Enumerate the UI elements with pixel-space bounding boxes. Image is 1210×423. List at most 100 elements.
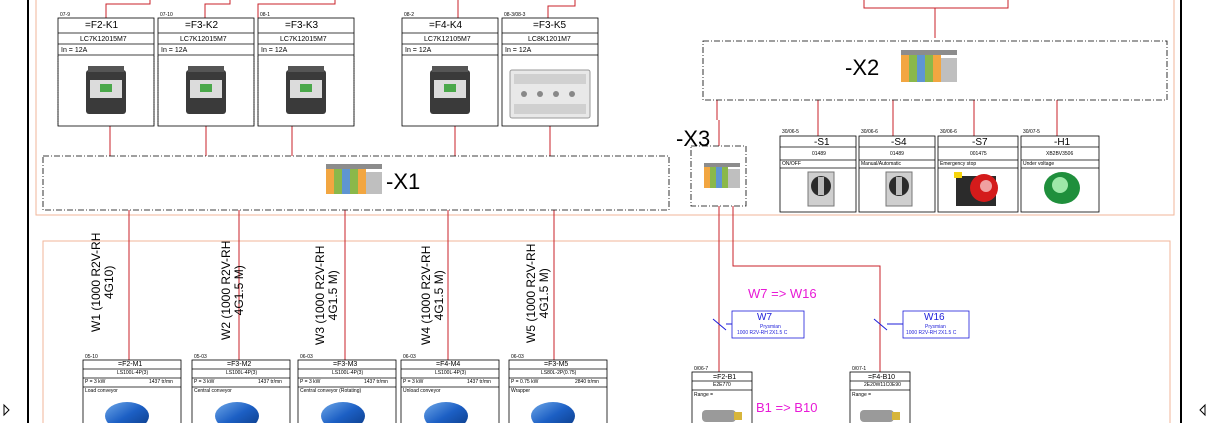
motor-2-power: P = 3 kW xyxy=(194,379,215,385)
contactor-5-ref: 08-3/08-3 xyxy=(504,12,526,18)
x2-to-switch-wires xyxy=(716,100,1058,136)
frame-marker-right xyxy=(1199,403,1206,417)
terminal-x1-label: -X1 xyxy=(386,169,421,194)
switch-3-desc: Emergency stop xyxy=(940,161,977,167)
contactor-4-ref: 08-2 xyxy=(404,12,415,18)
motor-2-tag: =F3-M2 xyxy=(227,361,252,368)
motor-3-tag: =F3-M3 xyxy=(333,361,358,368)
sensor-2-tag: =F4-B10 xyxy=(868,374,896,381)
motor-5-desc: Wrapper xyxy=(511,388,531,394)
switch-2-ref: 30/06-6 xyxy=(861,129,878,135)
sensor-boxes xyxy=(691,371,911,423)
sensor-2-ref: 0/07-1 xyxy=(852,366,867,372)
motor-3-part: LS100L-4P(3) xyxy=(332,370,364,376)
motor-3-desc: Central conveyor (Rotating) xyxy=(300,388,362,394)
switch-3-part: 001475 xyxy=(970,151,987,157)
switch-2-part: 01489 xyxy=(890,151,904,157)
cable-w7-spec: 1000 R2V-RH 2X1.5 C xyxy=(737,330,788,336)
cable-w7-tag: W7 xyxy=(757,312,772,323)
field-devices-frame xyxy=(42,240,1171,423)
contactor-2-rating: In = 12A xyxy=(161,47,188,54)
motor-2-ref: 05-03 xyxy=(194,354,207,360)
motor-4-part: LS100L-4P(3) xyxy=(435,370,467,376)
motor-5-power: P = 0.75 kW xyxy=(511,379,539,385)
switch-1-ref: 30/06-5 xyxy=(782,129,799,135)
switch-4-tag: -H1 xyxy=(1054,137,1071,148)
motor-1-tag: =F2-M1 xyxy=(118,361,143,368)
motor-4-desc: Unload conveyor xyxy=(403,388,441,394)
motor-4-tag: =F4-M4 xyxy=(436,361,461,368)
contactor-boxes xyxy=(57,17,599,127)
terminal-x2 xyxy=(702,40,1168,101)
frame-marker-left xyxy=(3,403,10,417)
sensor-1-range: Range = xyxy=(694,392,714,398)
switch-2-desc: Manual/Automatic xyxy=(861,161,902,167)
contactor-3-tag: =F3-K3 xyxy=(285,20,319,31)
contactor-2-ref: 07-10 xyxy=(160,12,173,18)
sensor-1-tag: =F2-B1 xyxy=(713,374,737,381)
motor-2-part: LS100L-4P(3) xyxy=(226,370,258,376)
switch-device-images xyxy=(807,171,1080,207)
motor-5-part: LS80L-2P(0.75) xyxy=(541,370,577,376)
terminal-x3 xyxy=(690,145,747,207)
switch-4-part: XB2BV3506 xyxy=(1046,151,1074,157)
terminal-x1 xyxy=(42,155,670,211)
contactor-5-tag: =F3-K5 xyxy=(533,20,567,31)
contactor-2-tag: =F3-K2 xyxy=(185,20,219,31)
switch-4-desc: Under voltage xyxy=(1023,161,1055,167)
motor-3-speed: 1437 tr/mn xyxy=(364,379,388,385)
motor-5-tag: =F3-M5 xyxy=(544,361,569,368)
x3-wires xyxy=(718,120,881,372)
sensor-1-ref: 0/06-7 xyxy=(694,366,709,372)
contactor-1-ref: 07-9 xyxy=(60,12,71,18)
switch-1-desc: ON/OFF xyxy=(782,161,801,167)
cable-w16-maker: Prysmian xyxy=(925,324,946,330)
motor-device-images xyxy=(105,402,575,423)
sensor-device-images xyxy=(702,410,900,422)
contactor-4-tag: =F4-K4 xyxy=(429,20,463,31)
contactor-3-ref: 08-1 xyxy=(260,12,271,18)
motor-2-speed: 1437 tr/mn xyxy=(258,379,282,385)
sensor-1-part: E2E770 xyxy=(713,382,731,388)
switch-3-tag: -S7 xyxy=(972,137,988,148)
cable-slash-marks xyxy=(712,318,903,331)
motor-4-ref: 06-03 xyxy=(403,354,416,360)
motor-3-power: P = 3 kW xyxy=(300,379,321,385)
cable-w7-maker: Prysmian xyxy=(760,324,781,330)
motor-1-ref: 05-10 xyxy=(85,354,98,360)
motor-4-power: P = 3 kW xyxy=(403,379,424,385)
motor-5-speed: 2840 tr/mn xyxy=(575,379,599,385)
motor-5-ref: 06-03 xyxy=(511,354,524,360)
motor-1-desc: Load conveyor xyxy=(85,388,118,394)
cable-w16-tag: W16 xyxy=(924,312,945,323)
w-mapping-annotation: W7 => W16 xyxy=(748,286,817,301)
switch-2-tag: -S4 xyxy=(891,137,907,148)
switch-4-ref: 30/07-5 xyxy=(1023,129,1040,135)
terminal-x3-label: -X3 xyxy=(676,126,711,151)
w-tag-boxes xyxy=(731,310,970,339)
sensor-2-part: 2E20W11C0E90 xyxy=(864,382,901,388)
contactor-4-rating: In = 12A xyxy=(405,47,432,54)
contactor-5-part: LC8K1201M7 xyxy=(528,36,571,43)
contactor-5-rating: In = 12A xyxy=(505,47,532,54)
b-mapping-annotation: B1 => B10 xyxy=(756,400,818,415)
motor-3-ref: 06-03 xyxy=(300,354,313,360)
contactor-1-rating: In = 12A xyxy=(61,47,88,54)
cable-w16-spec: 1000 R2V-RH 2X1.5 C xyxy=(906,330,957,336)
switch-boxes xyxy=(779,135,1100,213)
contactor-1-part: LC7K12015M7 xyxy=(80,36,127,43)
top-feed-wires xyxy=(105,0,1009,38)
motor-1-power: P = 3 kW xyxy=(85,379,106,385)
contactor-4-part: LC7K12105M7 xyxy=(424,36,471,43)
switch-1-tag: -S1 xyxy=(814,137,830,148)
contactor-1-tag: =F2-K1 xyxy=(85,20,119,31)
contactor-3-part: LC7K12015M7 xyxy=(280,36,327,43)
motor-1-speed: 1437 tr/mn xyxy=(149,379,173,385)
control-cabinet-frame xyxy=(35,0,1175,216)
